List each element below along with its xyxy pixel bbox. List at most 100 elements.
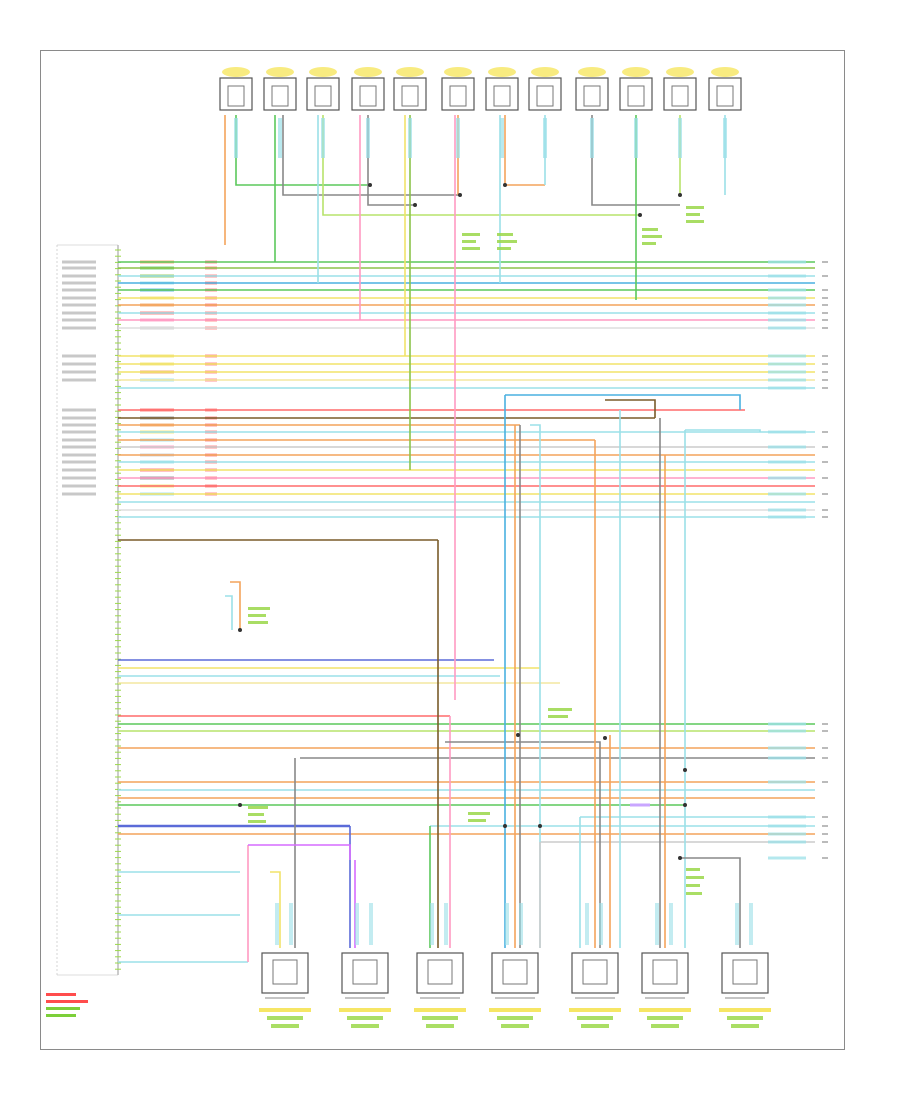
terminal-label-bar [768, 756, 806, 760]
connector-terminal [401, 85, 419, 107]
module-pin-name-bar [62, 296, 96, 300]
bottom-component [414, 903, 466, 1028]
module-pin-name-bar [62, 318, 96, 322]
component-caption-bar [351, 1024, 379, 1028]
callout-label [548, 708, 572, 718]
bottom-component [719, 903, 771, 1028]
connector-body [263, 77, 297, 111]
component-caption-bar [731, 1024, 759, 1028]
module-pin-name-bar [62, 370, 96, 374]
terminal-label-bar [768, 832, 806, 836]
wire-stub [234, 118, 238, 158]
connector-label-bubble [711, 67, 739, 77]
wire-stub [655, 903, 659, 945]
component-body [641, 952, 689, 994]
wire-stub [444, 903, 448, 945]
component-terminal [427, 959, 453, 985]
terminal-label-bar [768, 260, 806, 264]
module-pin-name-bar [62, 476, 96, 480]
top-connector [263, 67, 297, 158]
diagram-frame [40, 50, 845, 1050]
terminal-label-bar [768, 840, 806, 844]
component-caption-bar [267, 1016, 303, 1020]
component-body [721, 952, 769, 994]
terminal-label-bar [768, 445, 806, 449]
component-caption-bar [414, 1008, 466, 1012]
terminal-label-bar [768, 326, 806, 330]
module-pin-name-bar [62, 460, 96, 464]
top-connector [528, 67, 562, 158]
module-pin-name-bar [62, 468, 96, 472]
connector-label-bubble [666, 67, 694, 77]
connector-label-bubble [444, 67, 472, 77]
wire-stub [275, 903, 279, 945]
component-caption-bar [259, 1008, 311, 1012]
module-pin-ticks [62, 249, 217, 970]
wire-stub [289, 903, 293, 945]
module-pin-name-bar [62, 311, 96, 315]
connector-body [351, 77, 385, 111]
callout-label [686, 868, 704, 895]
module-pin-name-bar [62, 303, 96, 307]
wire-stub [505, 903, 509, 945]
connector-terminal [271, 85, 289, 107]
terminal-label-bar [768, 515, 806, 519]
wire-stub [669, 903, 673, 945]
component-caption-bar [647, 1016, 683, 1020]
terminal-label-bar [768, 288, 806, 292]
callout-label [248, 806, 490, 823]
component-body [571, 952, 619, 994]
terminal-label-bar [768, 378, 806, 382]
module-pin-name-bar [62, 378, 96, 382]
component-terminal [352, 959, 378, 985]
wire-stub [430, 903, 434, 945]
component-terminal [652, 959, 678, 985]
connector-label-bubble [354, 67, 382, 77]
module-pin-name-bar [62, 408, 96, 412]
connector-body [663, 77, 697, 111]
component-caption-bar [639, 1008, 691, 1012]
connector-body [619, 77, 653, 111]
component-body [341, 952, 389, 994]
top-connector [306, 67, 340, 158]
terminal-label-bar [768, 370, 806, 374]
component-caption-bar [651, 1024, 679, 1028]
wire-stub [408, 118, 412, 158]
module-pin-name-bar [62, 416, 96, 420]
connector-body [306, 77, 340, 111]
wire-stub [634, 118, 638, 158]
connector-terminal [493, 85, 511, 107]
terminal-label-bar [768, 354, 806, 358]
connector-label-bubble [578, 67, 606, 77]
top-connector [575, 67, 609, 158]
connector-label-bubble [622, 67, 650, 77]
connector-terminal [627, 85, 645, 107]
module-pin-name-bar [62, 430, 96, 434]
wire-stub [500, 118, 504, 158]
connector-terminal [359, 85, 377, 107]
connector-label-bubble [309, 67, 337, 77]
terminal-label-bar [768, 386, 806, 390]
connector-terminal [449, 85, 467, 107]
module-pin-name-bar [62, 260, 96, 264]
module-pin-name-bar [62, 423, 96, 427]
bottom-component [489, 903, 541, 1028]
terminal-label-bar [768, 729, 806, 733]
connector-body [219, 77, 253, 111]
top-connector [393, 67, 427, 158]
terminal-label-bar [768, 508, 806, 512]
component-caption-bar [719, 1008, 771, 1012]
connector-terminal [583, 85, 601, 107]
connector-body [485, 77, 519, 111]
component-terminal [502, 959, 528, 985]
wire-stub [735, 903, 739, 945]
terminal-label-bar [768, 362, 806, 366]
wire-stub [599, 903, 603, 945]
top-connector [351, 67, 385, 158]
terminal-label-bar [768, 318, 806, 322]
component-caption-bar [569, 1008, 621, 1012]
terminal-label-bar [768, 274, 806, 278]
connector-terminal [227, 85, 245, 107]
top-connectors [219, 67, 742, 158]
